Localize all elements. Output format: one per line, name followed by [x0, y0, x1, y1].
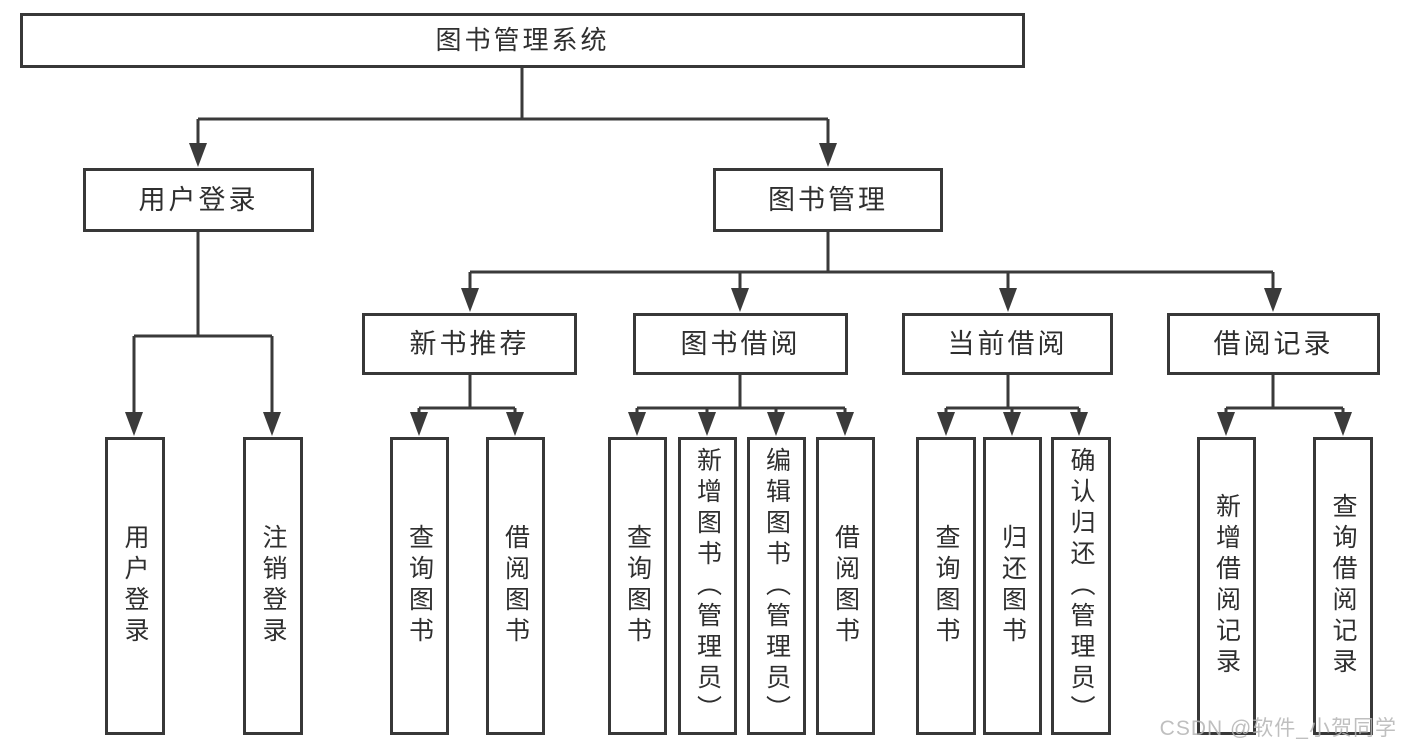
node-user-login: 用户登录 [83, 168, 314, 232]
node-book-borrowing: 图书借阅 [633, 313, 848, 375]
leaf-query-books-current: 查询图书 [916, 437, 976, 735]
leaf-query-books-borrowing: 查询图书 [608, 437, 667, 735]
node-borrowing-records: 借阅记录 [1167, 313, 1380, 375]
leaf-confirm-return-admin: 确认归还（管理员） [1051, 437, 1111, 735]
leaf-query-borrow-record: 查询借阅记录 [1313, 437, 1373, 735]
node-current-borrowing: 当前借阅 [902, 313, 1113, 375]
leaf-logout: 注销登录 [243, 437, 303, 735]
node-new-book-recommendation: 新书推荐 [362, 313, 577, 375]
leaf-user-login: 用户登录 [105, 437, 165, 735]
node-root: 图书管理系统 [20, 13, 1025, 68]
leaf-borrow-books-borrowing: 借阅图书 [816, 437, 875, 735]
leaf-add-borrow-record: 新增借阅记录 [1197, 437, 1256, 735]
leaf-query-books-recommend: 查询图书 [390, 437, 449, 735]
leaf-borrow-books-recommend: 借阅图书 [486, 437, 545, 735]
leaf-return-books: 归还图书 [983, 437, 1042, 735]
leaf-edit-book-admin: 编辑图书（管理员） [747, 437, 806, 735]
csdn-watermark: CSDN @软件_小贺同学 [1159, 717, 1397, 740]
leaf-add-book-admin: 新增图书（管理员） [678, 437, 737, 735]
node-book-management: 图书管理 [713, 168, 943, 232]
